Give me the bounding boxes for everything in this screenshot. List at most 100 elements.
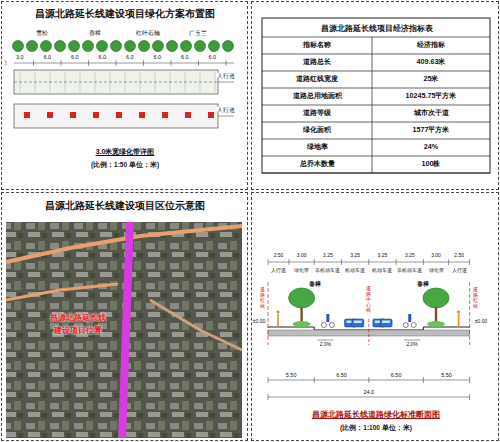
lane-name: 绿化带 — [429, 268, 444, 273]
lane-name: 人行道 — [452, 268, 467, 273]
table-cell: 指标名称 — [303, 41, 331, 49]
drawing-rect — [380, 319, 392, 327]
panel-title: 昌源北路延长线建设项目绿化方案布置图 — [35, 9, 215, 20]
plant-name: 红叶石楠 — [136, 30, 160, 37]
dimension: 3.25 — [350, 253, 360, 259]
drawing-line — [198, 60, 199, 66]
project-road — [118, 222, 134, 438]
drawing-circle — [403, 323, 408, 328]
drawing-line — [404, 340, 420, 341]
dimension: 6.0 — [126, 54, 134, 60]
drawing-rect — [162, 112, 168, 118]
lane-name: 机动车道 — [372, 268, 392, 273]
red-line-label: 道路红线 — [260, 287, 265, 309]
drawing-rect — [262, 18, 490, 173]
drawing-rect — [352, 319, 364, 327]
drawing-rect — [208, 112, 214, 118]
table-cell: 24% — [424, 143, 438, 151]
drawing-rect — [14, 104, 218, 128]
drawing-line — [262, 173, 490, 174]
table-cell: 道路等级 — [303, 109, 331, 117]
dimension: 6.0 — [153, 54, 161, 60]
drawing-circle — [97, 41, 108, 52]
drawing-line — [218, 116, 234, 117]
drawing-line — [143, 60, 144, 66]
drawing-rect — [139, 112, 145, 118]
drawing-rect — [185, 112, 191, 118]
drawing-line — [262, 88, 490, 89]
drawing-line — [469, 259, 470, 265]
drawing-circle — [139, 41, 150, 52]
drawing-circle — [41, 41, 52, 52]
drawing-line — [372, 37, 373, 173]
tree-name: 香樟 — [309, 281, 321, 287]
drawing-circle — [195, 41, 206, 52]
drawing-ellipse — [289, 288, 315, 308]
road — [150, 300, 242, 350]
drawing-line — [469, 377, 470, 383]
drawing-line — [116, 60, 117, 66]
panel-title: 昌源北路延长线项目经济指标表 — [321, 25, 433, 34]
drawing-line — [268, 397, 470, 398]
table-cell: 1577平方米 — [413, 126, 450, 134]
dimension: 3.25 — [378, 253, 388, 259]
dimension: 6.0 — [98, 54, 106, 60]
drawing-circle — [13, 41, 24, 52]
slope: 2.0% — [320, 342, 331, 348]
drawing-line — [6, 60, 7, 66]
drawing-circle — [27, 41, 38, 52]
drawing-ellipse — [293, 321, 311, 327]
dimension: 6.0 — [71, 54, 79, 60]
drawing-line — [268, 282, 269, 345]
drawing-rect — [93, 112, 99, 118]
elevation: ±0.00 — [253, 319, 265, 325]
table-cell: 10245.75平方米 — [406, 92, 457, 100]
drawing-line — [268, 394, 269, 400]
elevation: ±0.00 — [475, 319, 487, 325]
road — [6, 284, 118, 300]
drawing-line — [262, 105, 490, 106]
drawing-line — [262, 37, 490, 38]
area-label: 人行道 — [216, 107, 236, 113]
drawing-circle — [329, 323, 334, 328]
drawing-line — [423, 259, 424, 265]
drawing-ellipse — [423, 288, 449, 308]
drawing-circle — [457, 310, 460, 313]
plant-name: 广玉兰 — [189, 30, 207, 37]
drawing-line — [262, 71, 490, 72]
dimension: 2.50 — [454, 253, 464, 259]
drawing-line — [33, 60, 34, 66]
drawing-line — [218, 82, 234, 83]
drawing-circle — [223, 41, 234, 52]
table-cell: 100株 — [422, 160, 441, 168]
road — [6, 226, 242, 262]
plant-name: 香樟 — [89, 30, 101, 37]
dimension: 3.00 — [431, 253, 441, 259]
tree-name: 香樟 — [417, 281, 429, 287]
drawing-circle — [83, 41, 94, 52]
satellite-image — [6, 222, 242, 438]
drawing-rect — [14, 70, 218, 94]
dimension: 3.25 — [323, 253, 333, 259]
drawing-line — [368, 259, 369, 265]
drawing-line — [318, 340, 334, 341]
drawing-line — [469, 282, 470, 345]
dimension: 3.25 — [405, 253, 415, 259]
greening-plan-panel: 昌源北路延长线建设项目绿化方案布置图3.0米宽绿化带详图(比例：1:50 单位：… — [1, 1, 248, 190]
dimension: 24.0 — [363, 389, 374, 395]
drawing-line — [262, 122, 490, 123]
plant-name: 雪松 — [36, 30, 48, 37]
cross-section-panel: 昌源北路延长线道路绿化标准断面图(比例：1:100 单位：米) — [251, 192, 499, 441]
drawing-line — [268, 377, 269, 383]
drawing-circle — [111, 41, 122, 52]
drawing-circle — [167, 41, 178, 52]
drawing-line — [14, 63, 234, 64]
drawing-line — [469, 394, 470, 400]
area-label: 人行道 — [216, 73, 236, 79]
table-cell: 25米 — [424, 75, 439, 83]
drawing-rect — [47, 112, 53, 118]
drawing-rect — [326, 314, 329, 322]
drawing-line — [226, 60, 227, 66]
drawing-line — [14, 82, 218, 83]
panel-caption: 3.0米宽绿化带详图 — [96, 148, 155, 156]
